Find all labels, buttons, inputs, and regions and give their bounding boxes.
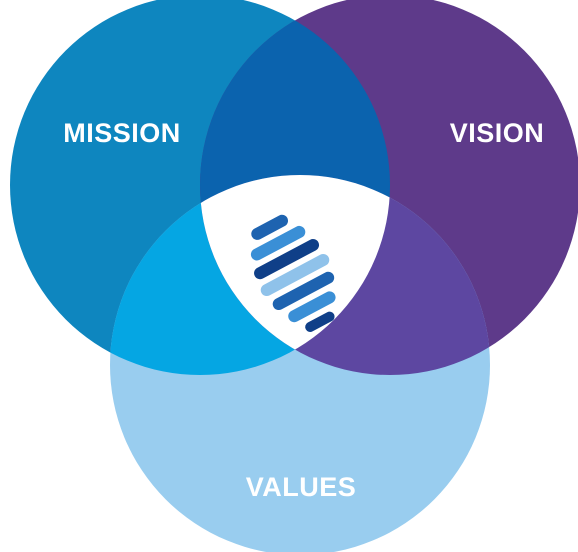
flame-spiral-logo-icon bbox=[250, 214, 336, 332]
vision-label: VISION bbox=[450, 118, 545, 148]
logo-band bbox=[288, 291, 336, 323]
logo-band bbox=[260, 253, 330, 297]
logo-band bbox=[251, 214, 289, 240]
mission-label: MISSION bbox=[63, 118, 181, 148]
logo-band bbox=[272, 271, 335, 311]
logo-band bbox=[305, 311, 335, 332]
logo-band bbox=[250, 225, 306, 261]
logo-band bbox=[254, 239, 320, 280]
values-label: VALUES bbox=[246, 472, 357, 502]
